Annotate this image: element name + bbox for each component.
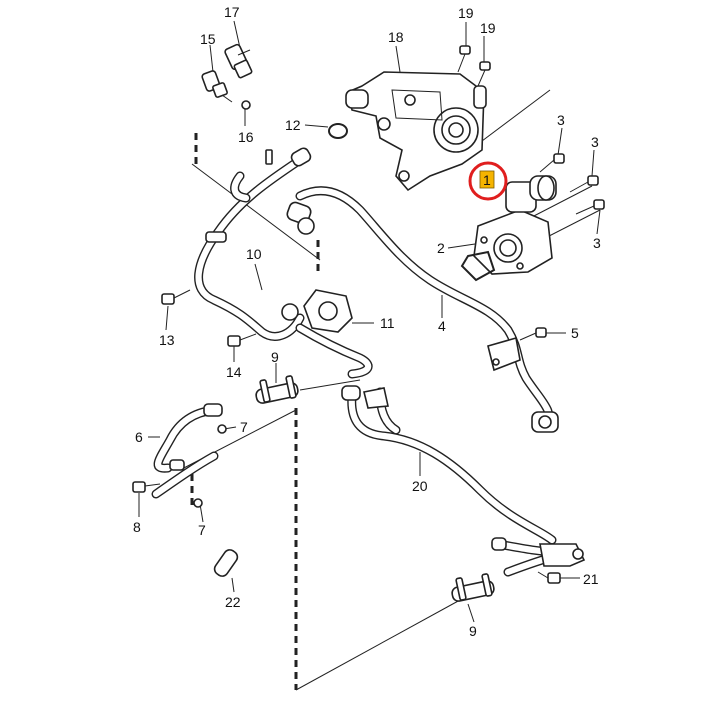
part-10-coolant-pipe — [194, 147, 312, 341]
part-1-thermostat-housing — [473, 175, 557, 275]
callout-12: 12 — [285, 117, 301, 133]
part-4-coolant-pipe — [286, 186, 559, 433]
callout-9-a: 9 — [271, 349, 279, 365]
part-7-washer-b — [193, 498, 203, 508]
leader-lines — [138, 20, 601, 691]
callout-labels: 17 15 16 18 19 19 12 3 3 3 2 10 13 11 4 … — [133, 4, 601, 639]
callout-4: 4 — [438, 318, 446, 334]
callout-7-b: 7 — [198, 522, 206, 538]
callout-16: 16 — [238, 129, 254, 145]
callout-11: 11 — [380, 315, 395, 331]
callout-15: 15 — [200, 31, 216, 47]
callout-3-a: 3 — [557, 112, 565, 128]
callout-10: 10 — [246, 246, 262, 262]
callout-7-a: 7 — [240, 419, 248, 435]
part-5-bolt — [519, 327, 547, 341]
part-3-bolt-c — [575, 199, 605, 215]
highlight-circle — [468, 161, 508, 201]
callout-8: 8 — [133, 519, 141, 535]
part-19-bolt-b — [477, 61, 491, 87]
callout-5: 5 — [571, 325, 579, 341]
callout-3-b: 3 — [591, 134, 599, 150]
part-22-hose — [213, 549, 239, 577]
part-13-bolt — [161, 289, 191, 305]
part-11-gasket — [281, 289, 373, 379]
part-20-coolant-pipe — [341, 385, 586, 577]
highlight-part-1: 1 — [468, 161, 508, 201]
part-12-o-ring — [328, 123, 348, 139]
part-19-bolt-a — [457, 45, 471, 73]
part-8-bolt — [132, 481, 161, 493]
part-14-bolt — [227, 333, 257, 347]
callout-17: 17 — [224, 4, 240, 20]
callout-6: 6 — [135, 429, 143, 445]
assembly-dashed-lines — [190, 130, 320, 690]
callout-21: 21 — [583, 571, 599, 587]
part-3-bolt-b — [569, 175, 599, 193]
callout-19-b: 19 — [480, 20, 496, 36]
part-17-sensor — [224, 43, 253, 79]
part-18-pump-housing — [345, 71, 487, 192]
part-16-washer — [241, 100, 251, 110]
part-2-seal — [460, 250, 496, 282]
callout-9-b: 9 — [469, 623, 477, 639]
part-21-bolt — [537, 571, 561, 584]
callout-18: 18 — [388, 29, 404, 45]
part-6-small-pipes — [151, 403, 223, 499]
callout-1: 1 — [483, 172, 491, 188]
part-9-hose-upper — [255, 375, 299, 404]
highlight-label-box — [479, 170, 495, 189]
part-7-washer-a — [217, 424, 227, 434]
callout-19-a: 19 — [458, 5, 474, 21]
callout-20: 20 — [412, 478, 428, 494]
part-9-hose-lower — [451, 573, 495, 602]
part-15-temperature-sensor — [201, 70, 233, 103]
callout-22: 22 — [225, 594, 241, 610]
part-3-bolt-a — [539, 153, 565, 173]
callout-14: 14 — [226, 364, 242, 380]
callout-2: 2 — [437, 240, 445, 256]
callout-3-c: 3 — [593, 235, 601, 251]
callout-13: 13 — [159, 332, 175, 348]
